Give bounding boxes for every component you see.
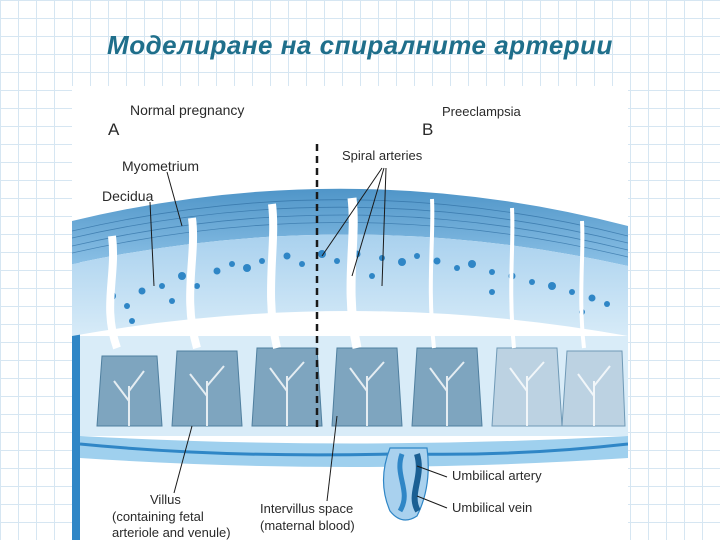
spiral-arteries	[106, 197, 586, 350]
placenta-diagram: Normal pregnancy A Preeclampsia B Spiral…	[72, 86, 628, 540]
label-preeclampsia: Preeclampsia	[442, 104, 521, 119]
label-panel-b: B	[422, 120, 434, 139]
villi	[96, 347, 483, 427]
label-maternal-blood: (maternal blood)	[260, 518, 355, 533]
label-normal-pregnancy: Normal pregnancy	[130, 102, 245, 118]
slide-title: Моделиране на спиралните артерии	[107, 30, 613, 60]
label-intervillus-space: Intervillus space	[260, 501, 354, 516]
placenta-illustration	[72, 144, 628, 540]
umbilical-cord	[382, 447, 429, 521]
leader-lines	[149, 167, 448, 509]
umbilical-vein-vessel	[411, 453, 422, 513]
decidual-cells	[108, 250, 610, 324]
label-umbilical-artery: Umbilical artery	[452, 468, 542, 483]
label-umbilical-vein: Umbilical vein	[452, 500, 533, 515]
left-edge-bar	[72, 226, 80, 540]
label-myometrium: Myometrium	[122, 158, 200, 174]
label-decidua: Decidua	[102, 188, 154, 204]
label-villus: Villus	[150, 492, 181, 507]
umbilical-artery-vessel	[397, 453, 407, 513]
label-spiral-arteries: Spiral arteries	[342, 148, 423, 163]
villi-branches	[113, 361, 611, 426]
label-villus-detail-1: (containing fetal	[112, 509, 204, 524]
chorionic-plate	[80, 436, 628, 467]
chorionic-vessels	[79, 442, 628, 457]
label-villus-detail-2: arteriole and venule)	[112, 525, 231, 540]
label-panel-a: A	[108, 120, 120, 139]
